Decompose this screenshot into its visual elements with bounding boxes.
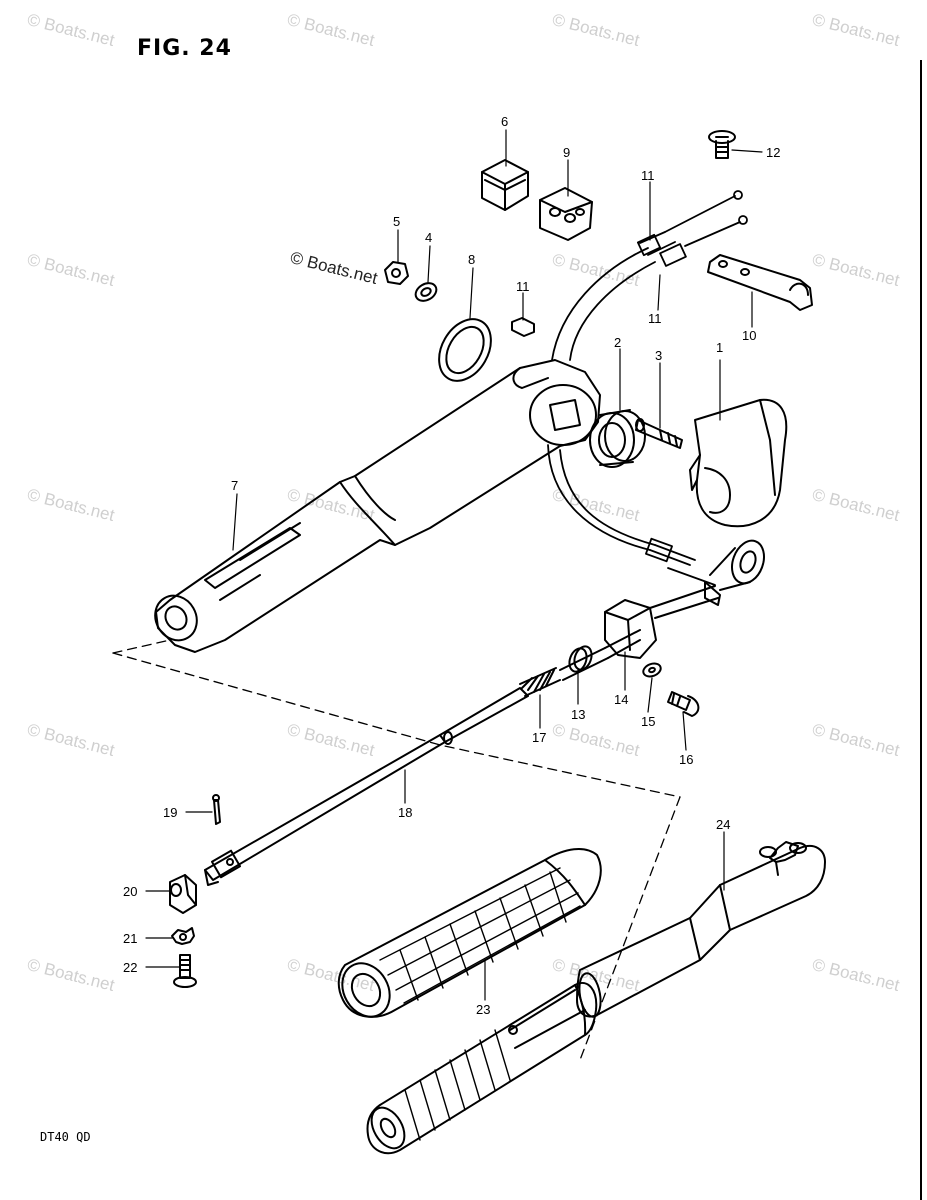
part-14-clamp: [604, 585, 719, 659]
part-23-grip: [337, 848, 602, 1018]
callout-20: 20: [123, 884, 137, 899]
callout-15: 15: [641, 714, 655, 729]
callout-3: 3: [655, 348, 662, 363]
callout-23: 23: [476, 1002, 490, 1017]
callout-11-lower: 11: [648, 311, 662, 326]
callout-7: 7: [231, 478, 238, 493]
part-1-cover: [689, 398, 788, 528]
callout-labels: 1 2 3 4 5 6 7 8 9 10 11 11 11 12 13 14 1…: [123, 114, 780, 1017]
part-8-ring: [438, 318, 492, 382]
page-border-right: [920, 60, 922, 1200]
callout-13: 13: [571, 707, 585, 722]
part-11-key: [511, 317, 535, 337]
part-19-pin: [212, 794, 221, 825]
figure-title: FIG. 24: [137, 36, 232, 61]
part-24-extension: [576, 841, 826, 1018]
part-3-bolt: [635, 418, 683, 449]
model-code: DT40 QD: [40, 1130, 91, 1144]
part-10-bracket: [707, 254, 813, 311]
callout-6: 6: [501, 114, 508, 129]
callout-21: 21: [123, 931, 137, 946]
callout-9: 9: [563, 145, 570, 160]
part-20-collar: [169, 874, 197, 914]
part-12-screw: [708, 130, 736, 159]
part-22-screw: [173, 954, 197, 988]
part-15-washer: [642, 662, 662, 678]
lower-handle-assembly: [366, 982, 598, 1155]
callout-19: 19: [163, 805, 177, 820]
leader-lines: [145, 129, 763, 1001]
part-9-block: [539, 187, 593, 241]
callout-2: 2: [614, 335, 621, 350]
callout-12: 12: [766, 145, 780, 160]
callout-24: 24: [716, 817, 730, 832]
part-2-bushing: [589, 409, 646, 468]
part-5-nut: [384, 261, 409, 285]
callout-18: 18: [398, 805, 412, 820]
callout-4: 4: [425, 230, 432, 245]
throttle-drum: [704, 539, 765, 606]
part-4-washer: [414, 282, 438, 302]
part-7-tiller-arm: [154, 359, 601, 653]
callout-17: 17: [532, 730, 546, 745]
part-13-ring: [568, 645, 593, 673]
callout-16: 16: [679, 752, 693, 767]
callout-8: 8: [468, 252, 475, 267]
callout-11-key: 11: [516, 279, 530, 294]
callout-22: 22: [123, 960, 137, 975]
part-21-washer: [171, 927, 195, 945]
callout-10: 10: [742, 328, 756, 343]
callout-1: 1: [716, 340, 723, 355]
part-16-bolt: [667, 691, 700, 717]
part-17-spring: [519, 667, 561, 697]
callout-5: 5: [393, 214, 400, 229]
part-6-pad: [481, 159, 529, 211]
callout-11-upper: 11: [641, 168, 655, 183]
throttle-cables: [547, 190, 748, 586]
callout-14: 14: [614, 692, 628, 707]
part-18-shaft: [204, 629, 641, 886]
